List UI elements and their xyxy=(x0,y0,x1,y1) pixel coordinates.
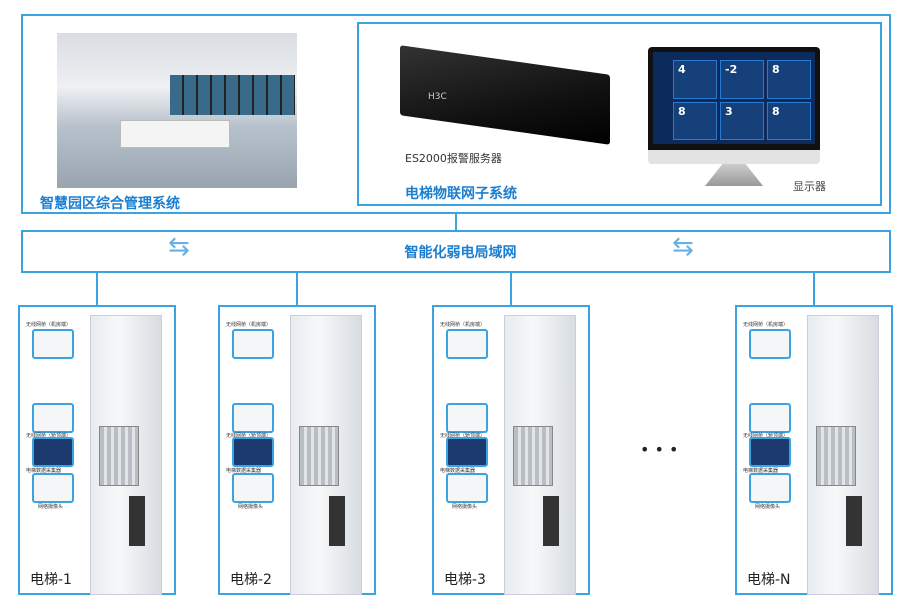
camera-icon xyxy=(749,473,791,503)
elevator-name: 电梯-1 xyxy=(30,572,72,588)
monitor-floor-panel: 8 xyxy=(767,60,811,99)
elevator-name: 电梯-N xyxy=(747,572,791,588)
campus-system-label: 智慧园区综合管理系统 xyxy=(40,196,180,212)
device-label: 无线网桥（轿顶端） xyxy=(26,433,72,439)
wireless-bridge-machine-icon xyxy=(232,329,274,359)
connector-line xyxy=(455,214,457,230)
elevator-shaft xyxy=(90,315,162,595)
counterweight xyxy=(329,496,345,546)
monitor-floor-panel: 3 xyxy=(720,101,764,140)
monitor-chin xyxy=(648,150,820,164)
device-label: 电梯数据采集器 xyxy=(26,468,62,474)
control-desk xyxy=(120,120,230,148)
wireless-bridge-car-icon xyxy=(32,403,74,433)
elevator-car xyxy=(816,426,856,486)
device-label: 网络摄像头 xyxy=(755,504,781,510)
server-brand: H3C xyxy=(428,92,447,102)
counterweight xyxy=(129,496,145,546)
data-collector-icon xyxy=(232,437,274,467)
device-label: 网络摄像头 xyxy=(452,504,478,510)
elevator-shaft xyxy=(807,315,879,595)
wireless-bridge-machine-icon xyxy=(749,329,791,359)
device-label: 无线网桥（机房端） xyxy=(26,322,72,328)
connector-line xyxy=(296,273,298,306)
elevator-panel: 无线网桥（机房端） 无线网桥（轿顶端） 电梯数据采集器 网络摄像头 电梯-N xyxy=(735,305,893,595)
top-system-box xyxy=(21,14,891,214)
device-label: 无线网桥（轿顶端） xyxy=(440,433,486,439)
monitor-stand xyxy=(705,164,763,186)
camera-icon xyxy=(32,473,74,503)
bidirectional-arrow-icon: ⇆ xyxy=(672,232,694,262)
device-label: 电梯数据采集器 xyxy=(226,468,262,474)
monitor-floor-panel: 8 xyxy=(673,101,717,140)
wireless-bridge-car-icon xyxy=(232,403,274,433)
wireless-bridge-machine-icon xyxy=(446,329,488,359)
device-label: 无线网桥（机房端） xyxy=(226,322,272,328)
wireless-bridge-car-icon xyxy=(446,403,488,433)
device-label: 无线网桥（机房端） xyxy=(440,322,486,328)
device-label: 电梯数据采集器 xyxy=(743,468,779,474)
wireless-bridge-machine-icon xyxy=(32,329,74,359)
ellipsis: • • • xyxy=(640,440,679,459)
connector-line xyxy=(813,273,815,306)
camera-icon xyxy=(446,473,488,503)
connector-line xyxy=(510,273,512,306)
iot-subsystem-box xyxy=(357,22,882,206)
monitor-floor-panel: -2 xyxy=(720,60,764,99)
camera-icon xyxy=(232,473,274,503)
connector-line xyxy=(96,273,98,306)
monitor-label: 显示器 xyxy=(793,180,826,193)
counterweight xyxy=(543,496,559,546)
elevator-panel: 无线网桥（机房端） 无线网桥（轿顶端） 电梯数据采集器 网络摄像头 电梯-2 xyxy=(218,305,376,595)
elevator-car xyxy=(99,426,139,486)
monitor-floor-panel: 8 xyxy=(767,101,811,140)
lan-bar xyxy=(21,230,891,273)
elevator-panel: 无线网桥（机房端） 无线网桥（轿顶端） 电梯数据采集器 网络摄像头 电梯-3 xyxy=(432,305,590,595)
video-wall xyxy=(170,75,295,115)
elevator-car xyxy=(513,426,553,486)
device-label: 无线网桥（轿顶端） xyxy=(226,433,272,439)
lan-label: 智能化弱电局域网 xyxy=(404,245,517,261)
wireless-bridge-car-icon xyxy=(749,403,791,433)
elevator-car xyxy=(299,426,339,486)
device-label: 电梯数据采集器 xyxy=(440,468,476,474)
server-label: ES2000报警服务器 xyxy=(405,152,502,165)
data-collector-icon xyxy=(446,437,488,467)
elevator-shaft xyxy=(290,315,362,595)
device-label: 网络摄像头 xyxy=(38,504,64,510)
elevator-name: 电梯-2 xyxy=(230,572,272,588)
elevator-name: 电梯-3 xyxy=(444,572,486,588)
counterweight xyxy=(846,496,862,546)
data-collector-icon xyxy=(749,437,791,467)
data-collector-icon xyxy=(32,437,74,467)
bidirectional-arrow-icon: ⇆ xyxy=(168,232,190,262)
iot-system-label: 电梯物联网子系统 xyxy=(405,186,517,202)
device-label: 无线网桥（轿顶端） xyxy=(743,433,789,439)
elevator-panel: 无线网桥（机房端） 无线网桥（轿顶端） 电梯数据采集器 网络摄像头 电梯-1 xyxy=(18,305,176,595)
elevator-shaft xyxy=(504,315,576,595)
device-label: 网络摄像头 xyxy=(238,504,264,510)
device-label: 无线网桥（机房端） xyxy=(743,322,789,328)
monitor-floor-panel: 4 xyxy=(673,60,717,99)
